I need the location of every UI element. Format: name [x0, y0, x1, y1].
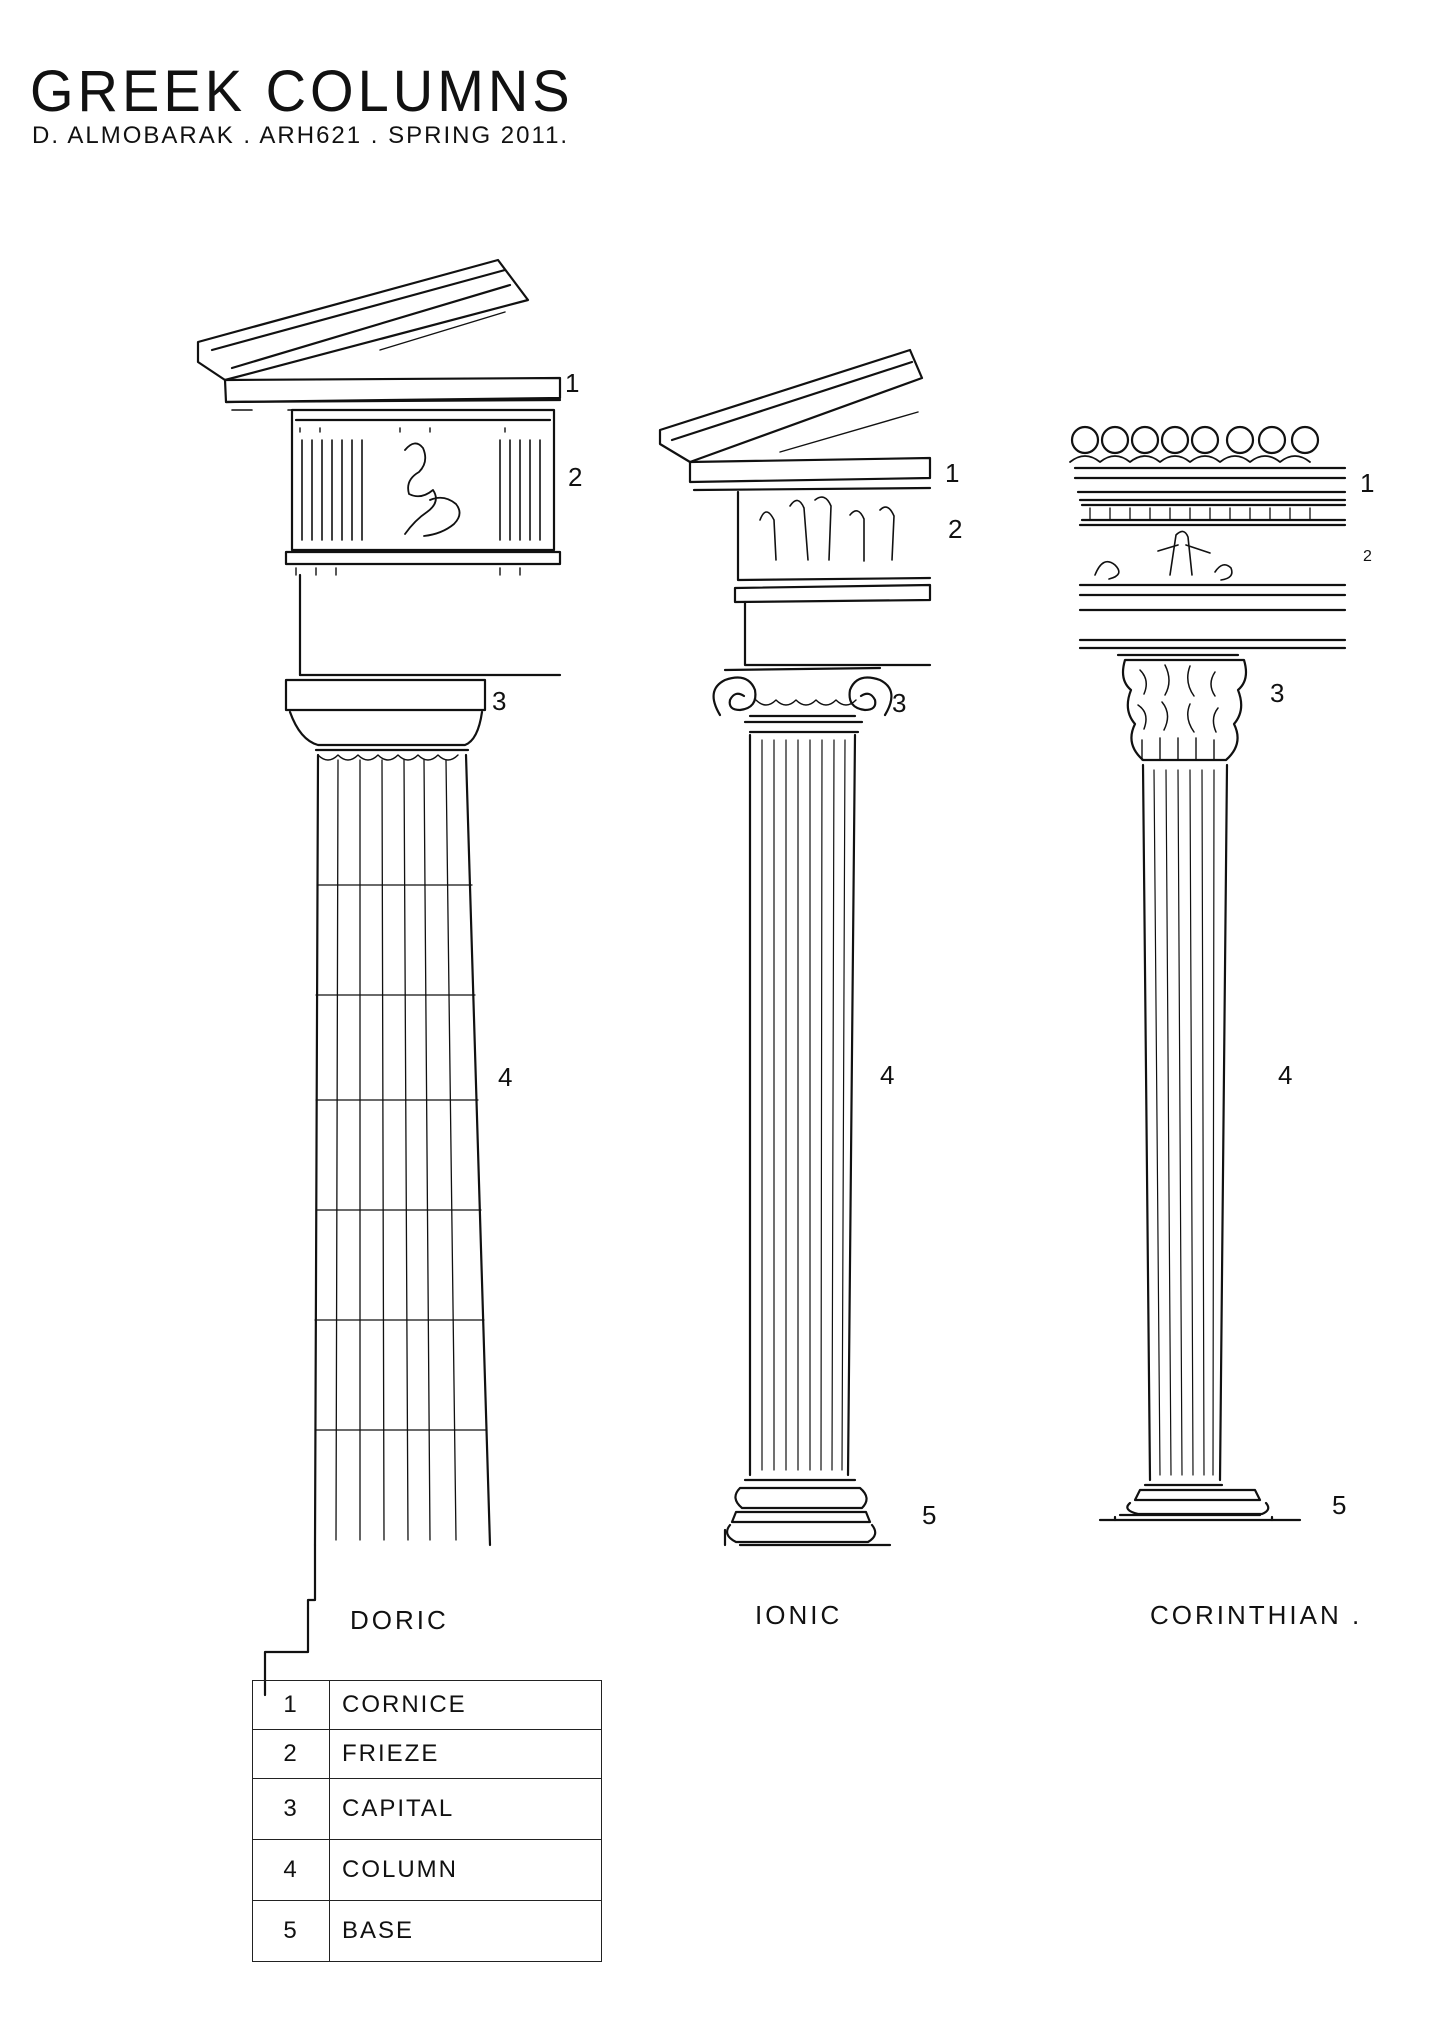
corinthian-label-frieze: 2	[1363, 548, 1372, 565]
doric-label-cornice: 1	[565, 368, 580, 398]
ionic-label-cornice: 1	[945, 458, 960, 488]
corinthian-label-column: 4	[1278, 1060, 1293, 1090]
ionic-caption: IONIC	[755, 1600, 843, 1630]
author-byline: D. ALMOBARAK . ARH621 . SPRING 2011.	[32, 122, 570, 149]
legend-row: 3 CAPITAL	[252, 1778, 602, 1840]
drawing-title: GREEK COLUMNS	[30, 57, 574, 124]
corinthian-caption: CORINTHIAN .	[1150, 1600, 1363, 1630]
corinthian-column-drawing	[1069, 425, 1347, 1522]
legend-number: 1	[252, 1680, 330, 1730]
legend-row: 5 BASE	[252, 1900, 602, 1962]
legend-number: 3	[252, 1778, 330, 1840]
legend-label: BASE	[329, 1900, 602, 1962]
ionic-label-column: 4	[880, 1060, 895, 1090]
corinthian-label-cornice: 1	[1360, 468, 1375, 498]
corinthian-label-capital: 3	[1270, 678, 1285, 708]
ionic-label-capital: 3	[892, 688, 907, 718]
legend-label: FRIEZE	[329, 1729, 602, 1779]
ionic-label-frieze: 2	[948, 514, 963, 544]
ionic-label-base: 5	[922, 1500, 937, 1530]
legend-label: COLUMN	[329, 1839, 602, 1901]
ionic-column-drawing	[658, 348, 932, 1547]
legend-label: CORNICE	[329, 1680, 602, 1730]
legend-number: 5	[252, 1900, 330, 1962]
corinthian-label-base: 5	[1332, 1490, 1347, 1520]
legend-row: 2 FRIEZE	[252, 1729, 602, 1779]
doric-label-frieze: 2	[568, 462, 583, 492]
doric-label-capital: 3	[492, 686, 507, 716]
legend-number: 2	[252, 1729, 330, 1779]
parts-legend-table: 1 CORNICE 2 FRIEZE 3 CAPITAL 4 COLUMN 5 …	[252, 1680, 602, 1962]
legend-number: 4	[252, 1839, 330, 1901]
doric-label-column: 4	[498, 1062, 513, 1092]
doric-column-drawing	[196, 258, 562, 1697]
legend-row: 1 CORNICE	[252, 1680, 602, 1730]
legend-label: CAPITAL	[329, 1778, 602, 1840]
legend-row: 4 COLUMN	[252, 1839, 602, 1901]
doric-caption: DORIC	[350, 1605, 449, 1635]
